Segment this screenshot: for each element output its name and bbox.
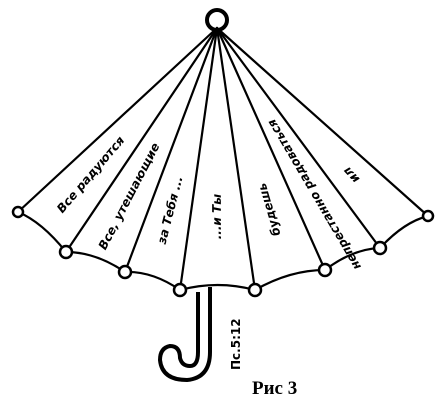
rib-tip [249, 284, 261, 296]
rib-tip [423, 211, 433, 221]
rib-tip [13, 207, 23, 217]
umbrella-rib [217, 28, 428, 216]
umbrella-rib [66, 28, 217, 252]
umbrella-shaft [160, 287, 210, 380]
rib-tip [60, 246, 72, 258]
panel-label-3: за Тебя ... [155, 175, 186, 247]
rib-tip [174, 284, 186, 296]
umbrella-rib [125, 28, 217, 272]
umbrella-panel-labels: Все радуются Все, утешающие за Тебя ... … [54, 116, 364, 272]
panel-label-6: непрестанно радоваться [264, 116, 363, 272]
verse-reference: Пс.5:12 [229, 318, 243, 370]
rib-tip [119, 266, 131, 278]
rib-tip [319, 264, 331, 276]
panel-label-4: ...и Ты [210, 194, 224, 239]
figure-caption: Рис 3 [252, 378, 297, 394]
panel-label-7: ил [340, 164, 362, 186]
umbrella-rib [18, 28, 217, 212]
umbrella-rib [217, 28, 380, 248]
umbrella-handle [160, 287, 210, 380]
umbrella-rib [180, 28, 217, 290]
umbrella-rib [217, 28, 255, 290]
panel-label-5: будешь [255, 181, 284, 237]
rib-tip [374, 242, 386, 254]
